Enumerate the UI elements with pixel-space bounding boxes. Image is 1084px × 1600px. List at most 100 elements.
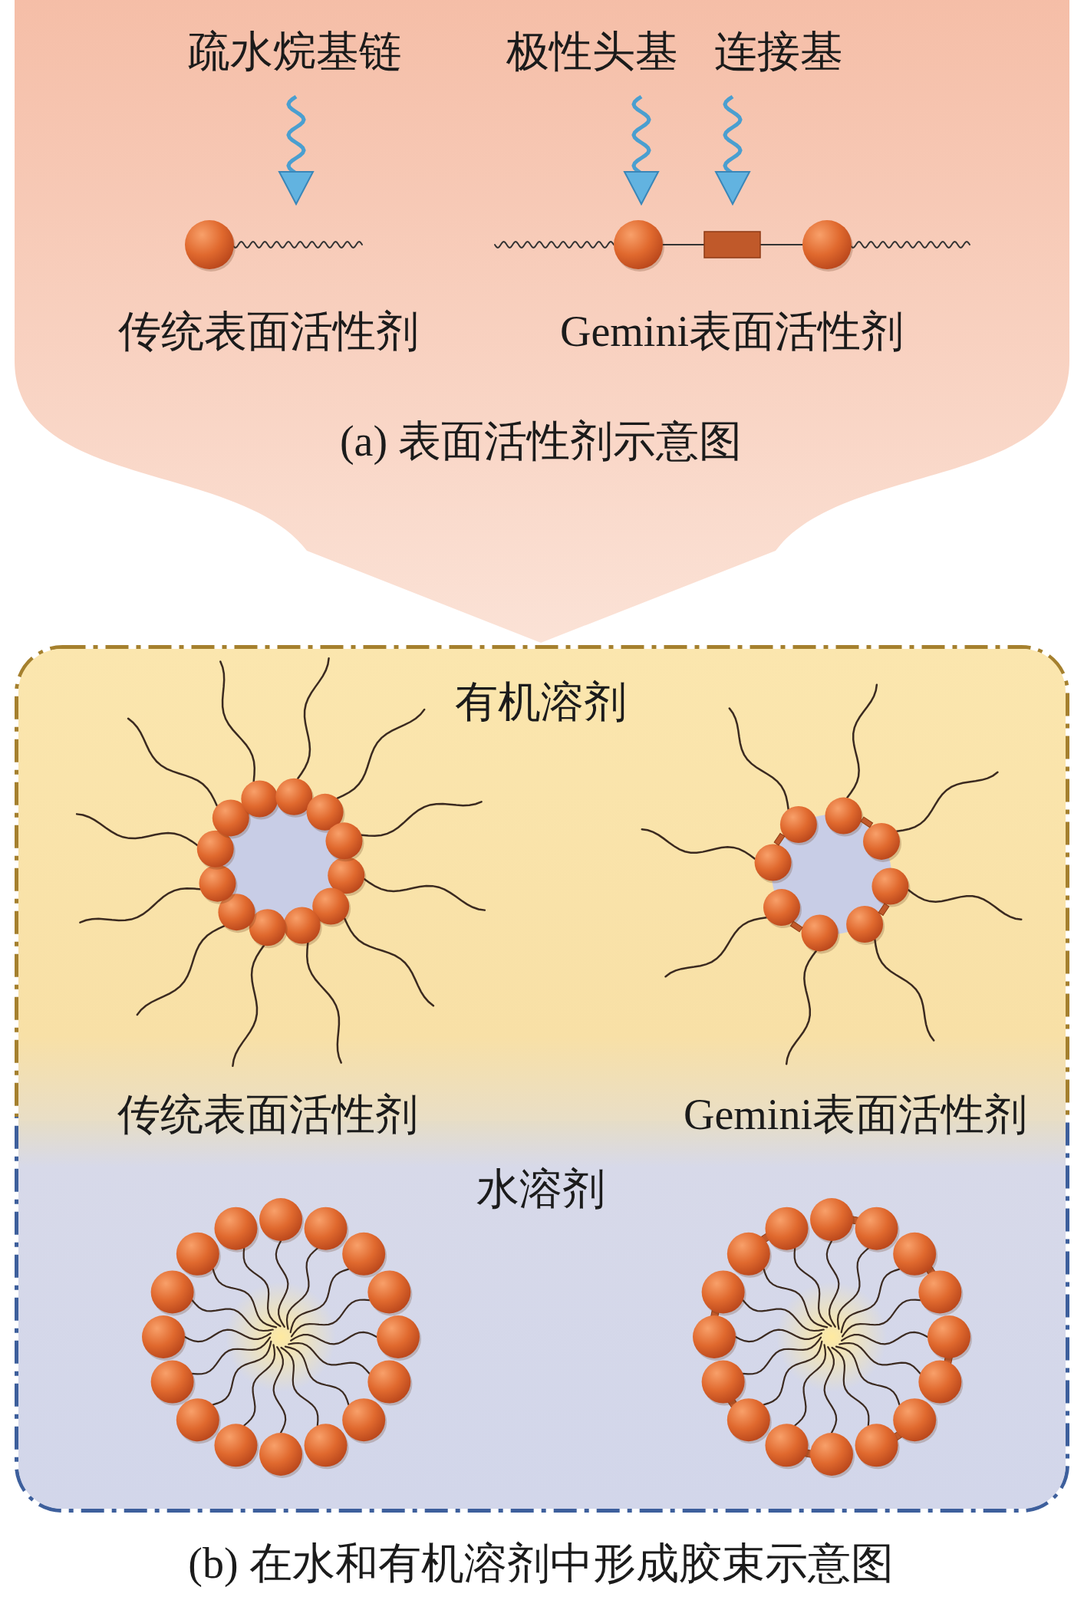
alkyl-chain <box>232 241 363 248</box>
alkyl-chain <box>192 1300 274 1332</box>
alkyl-chain <box>846 685 877 798</box>
polar-head <box>701 1360 745 1404</box>
polar-head <box>918 1360 962 1404</box>
polar-head <box>802 220 852 270</box>
polar-head <box>727 1232 771 1276</box>
polar-head <box>801 914 839 952</box>
pointer-arrow <box>288 96 304 174</box>
polar-head <box>176 1398 220 1442</box>
alkyl-chain <box>213 1269 277 1328</box>
alkyl-chain <box>364 879 485 911</box>
alkyl-chain <box>764 1341 823 1405</box>
spacer-group <box>704 231 761 258</box>
alkyl-chain <box>243 1248 281 1327</box>
alkyl-chain <box>344 918 434 1006</box>
alkyl-chain <box>128 718 218 807</box>
alkyl-chain <box>729 708 789 810</box>
panel-arrow-shape <box>14 0 1070 643</box>
alkyl-chain <box>297 658 330 779</box>
alkyl-chain <box>908 889 1022 920</box>
polar-head <box>151 1360 195 1404</box>
spacer-group <box>878 903 890 916</box>
panel-border <box>16 1116 1068 1512</box>
alkyl-chain <box>288 1343 370 1374</box>
alkyl-chain <box>642 829 755 860</box>
alkyl-chain <box>306 942 341 1063</box>
band-heading: 水溶剂 <box>476 1164 606 1214</box>
alkyl-chain <box>839 1343 920 1374</box>
pointer-arrow <box>724 96 741 174</box>
part-label: 极性头基 <box>506 26 679 76</box>
alkyl-chain <box>841 1332 928 1345</box>
polar-head <box>855 1207 899 1251</box>
polar-head <box>824 797 862 835</box>
polar-head <box>141 1315 185 1359</box>
alkyl-chain <box>494 241 614 248</box>
alkyl-chain <box>824 1347 837 1434</box>
polar-head <box>367 1360 411 1404</box>
polar-head <box>304 1423 348 1467</box>
alkyl-chain <box>832 1347 870 1426</box>
alkyl-chain <box>874 939 934 1041</box>
polar-head <box>259 1433 303 1477</box>
alkyl-chain <box>76 813 198 846</box>
alkyl-chain <box>764 1269 828 1328</box>
polar-head <box>764 1423 808 1467</box>
spacer-group <box>774 833 785 846</box>
alkyl-chain <box>290 1332 377 1345</box>
alkyl-chain <box>850 241 970 248</box>
pointer-arrow <box>633 96 650 174</box>
polar-head <box>701 1270 745 1314</box>
alkyl-chain <box>243 1344 275 1426</box>
polar-head <box>367 1270 411 1314</box>
alkyl-chain <box>836 1347 900 1406</box>
polar-head <box>764 1207 808 1251</box>
caption-text: (a) 表面活性剂示意图 <box>339 416 742 466</box>
pointer-arrow-head <box>715 171 750 205</box>
alkyl-chain <box>841 1269 900 1333</box>
alkyl-chain <box>184 1330 271 1343</box>
alkyl-chain <box>665 917 767 977</box>
polar-head <box>727 1398 771 1442</box>
water-band: 水溶剂 <box>18 1120 1066 1510</box>
polar-head <box>283 906 321 944</box>
polar-head <box>325 822 363 860</box>
alkyl-chain <box>79 888 200 923</box>
spacer-group <box>860 817 874 828</box>
polar-head <box>240 780 278 818</box>
polar-head <box>871 867 909 905</box>
alkyl-chain <box>735 1330 822 1343</box>
polar-head <box>927 1315 971 1359</box>
spacer-group <box>790 921 803 933</box>
polar-head <box>259 1198 303 1242</box>
part-label: Gemini表面活性剂 <box>683 1090 1028 1140</box>
polar-head <box>892 1398 936 1442</box>
polar-head <box>855 1423 899 1467</box>
alkyl-chain <box>290 1269 350 1333</box>
alkyl-chain <box>361 801 482 836</box>
alkyl-chain <box>286 1248 318 1330</box>
part-label: 传统表面活性剂 <box>117 1090 419 1140</box>
caption-text: (b) 在水和有机溶剂中形成胶束示意图 <box>187 1538 893 1589</box>
polar-head <box>810 1198 854 1242</box>
band-heading: 有机溶剂 <box>454 677 627 727</box>
alkyl-chain <box>743 1337 821 1375</box>
polar-head <box>342 1232 386 1276</box>
pointer-arrow-head <box>279 171 314 205</box>
alkyl-chain <box>232 945 264 1067</box>
alkyl-chain <box>336 709 425 799</box>
micelle-core <box>225 1281 337 1393</box>
alkyl-chain <box>794 1344 826 1426</box>
alkyl-chain <box>137 925 225 1015</box>
part-label: 疏水烷基链 <box>187 26 402 76</box>
polar-head <box>342 1398 386 1442</box>
alkyl-chain <box>285 1347 349 1406</box>
polar-head <box>184 220 234 270</box>
alkyl-chain <box>743 1300 824 1332</box>
panel-border <box>16 647 1068 1118</box>
alkyl-chain <box>842 1300 920 1338</box>
polar-head <box>754 844 792 882</box>
polar-head <box>763 889 801 926</box>
polar-head <box>214 1423 257 1467</box>
alkyl-chain <box>281 1347 319 1426</box>
